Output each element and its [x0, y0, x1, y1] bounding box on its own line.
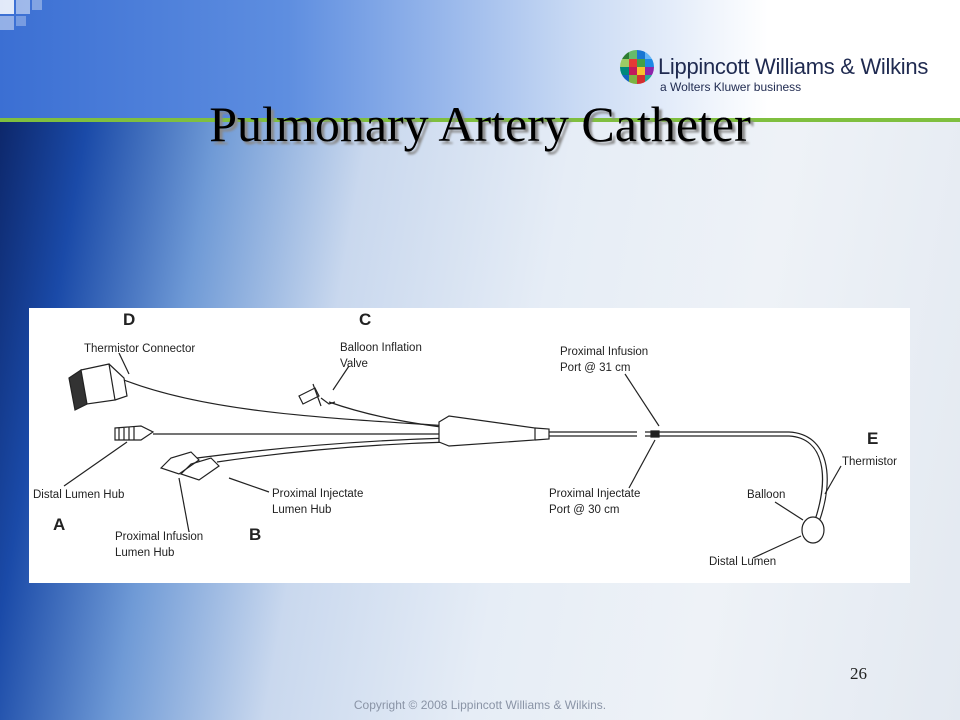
slide-title: Pulmonary Artery Catheter [209, 96, 751, 152]
label-balloon: Balloon [747, 489, 785, 501]
label-injectate-lumen-hub: Lumen Hub [272, 504, 331, 516]
label-distal-lumen: Distal Lumen [709, 556, 776, 568]
page-number: 26 [850, 664, 867, 683]
label-distal-lumen-hub: Distal Lumen Hub [33, 489, 124, 501]
copyright-footer: Copyright © 2008 Lippincott Williams & W… [353, 698, 607, 712]
label-balloon-inflation: Balloon Inflation [340, 342, 422, 354]
label-proximal-injectate-port: Proximal Injectate [549, 488, 640, 500]
label-port-30cm: Port @ 30 cm [549, 504, 619, 516]
label-proximal-infusion-port: Proximal Infusion [560, 346, 648, 358]
logo-wordmark: Lippincott Williams & Wilkins [658, 54, 929, 79]
letter-b: B [249, 525, 261, 544]
header-band [0, 0, 960, 118]
letter-a: A [53, 515, 65, 534]
letter-c: C [359, 310, 371, 329]
header-divider [0, 118, 960, 122]
logo-tagline: a Wolters Kluwer business [660, 80, 802, 94]
catheter-drawing [63, 352, 842, 559]
publisher-logo: Lippincott Williams & Wilkins a Wolters … [620, 48, 950, 108]
label-thermistor-connector: Thermistor Connector [84, 343, 195, 355]
label-infusion-lumen-hub: Lumen Hub [115, 547, 174, 559]
label-thermistor: Thermistor [842, 456, 897, 468]
label-port-31cm: Port @ 31 cm [560, 362, 630, 374]
label-balloon-valve: Valve [340, 358, 368, 370]
label-proximal-injectate-hub: Proximal Injectate [272, 488, 363, 500]
mosaic-globe-icon [620, 50, 654, 84]
letter-e: E [867, 429, 878, 448]
catheter-diagram: D C E A B Thermistor Connector Balloon I… [29, 308, 910, 583]
letter-d: D [123, 310, 135, 329]
label-proximal-infusion-hub: Proximal Infusion [115, 531, 203, 543]
